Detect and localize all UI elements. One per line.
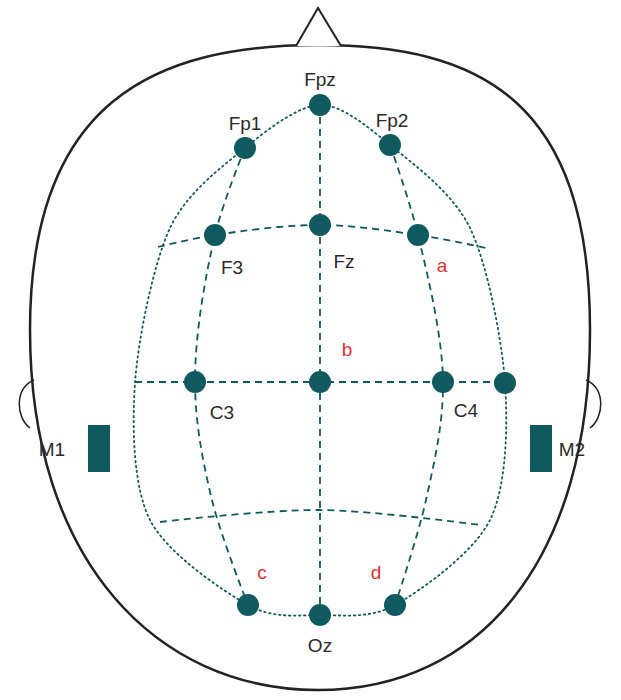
electrode-dot	[234, 137, 256, 159]
electrode-marker: a	[437, 255, 448, 276]
label-holder: M1	[39, 440, 65, 461]
electrode-dot	[309, 214, 331, 236]
label-holder: Fp1	[229, 114, 262, 135]
electrode-dot	[494, 372, 516, 394]
electrode-dot	[407, 224, 429, 246]
label-holder: C4	[454, 401, 478, 422]
mastoid-label: M2	[559, 439, 585, 460]
nose-outline	[296, 8, 341, 46]
label-holder: M2	[559, 440, 585, 461]
label-holder: Fp2	[376, 111, 409, 132]
label-holder: d	[371, 563, 382, 584]
label-holder: b	[342, 340, 353, 361]
electrode-label: Fz	[333, 251, 354, 272]
label-holder: Fpz	[304, 70, 336, 91]
label-holder: c	[257, 563, 267, 584]
electrode-dot	[432, 371, 454, 393]
electrode-marker: b	[342, 339, 353, 360]
electrode-dot	[384, 594, 406, 616]
electrode-label: Fp2	[376, 110, 409, 131]
electrode-dot	[309, 94, 331, 116]
label-holder: a	[437, 256, 448, 277]
dashed-grid-line	[160, 510, 480, 525]
electrode-label: Fpz	[304, 69, 336, 90]
electrode-marker: d	[371, 562, 382, 583]
electrode-dot	[237, 594, 259, 616]
right-ear	[586, 380, 601, 428]
label-holder: Fz	[333, 252, 354, 273]
electrode-label: C4	[454, 400, 478, 421]
dashed-grid-line	[319, 105, 321, 615]
label-holder: C3	[210, 403, 234, 424]
electrode-label: F3	[221, 257, 243, 278]
electrode-dot	[184, 371, 206, 393]
electrode-dot	[309, 371, 331, 393]
label-holder: F3	[221, 258, 243, 279]
electrode-dot	[204, 224, 226, 246]
electrode-label: C3	[210, 402, 234, 423]
dotted-contour	[134, 105, 507, 616]
electrode-dot	[309, 604, 331, 626]
mastoid-electrode	[88, 425, 110, 472]
head-outline	[30, 45, 590, 690]
electrode-label: Fp1	[229, 113, 262, 134]
electrode-label: Oz	[308, 635, 332, 656]
left-ear	[19, 380, 34, 428]
electrode-dot	[379, 134, 401, 156]
mastoid-electrode	[530, 425, 552, 472]
mastoid-label: M1	[39, 439, 65, 460]
label-holder: Oz	[308, 636, 332, 657]
electrode-marker: c	[257, 562, 267, 583]
